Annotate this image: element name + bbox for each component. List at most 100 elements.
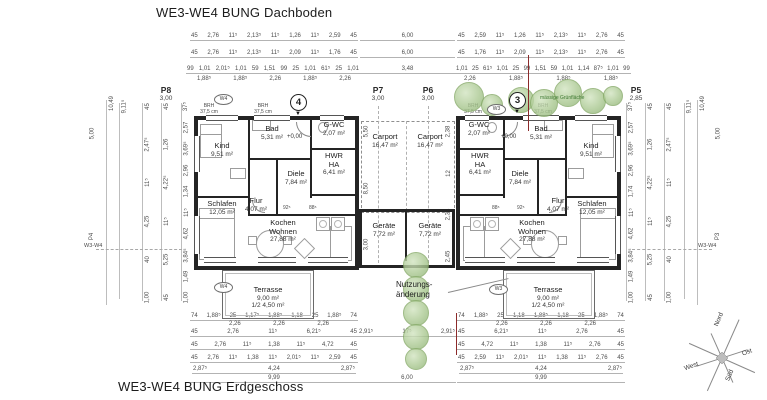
room-label-hwr-left: HWR HA 6,41 m² xyxy=(314,151,354,177)
room-label-hwr-right: HWR HA 6,41 m² xyxy=(460,151,500,177)
dim-value: 37⁵ xyxy=(628,101,635,112)
dim-value: 59 xyxy=(251,66,259,72)
dim-value: 1,38 xyxy=(535,342,547,348)
dim-value: 1,01 xyxy=(235,66,247,72)
dim-value: 1,00 xyxy=(628,291,635,304)
room-area: 6,41 m² xyxy=(468,169,492,177)
bed xyxy=(200,124,222,158)
wall xyxy=(503,120,505,198)
dim-value: 2,76 xyxy=(588,342,601,348)
room-name: Kind xyxy=(583,141,599,150)
room-name: Schlafen xyxy=(577,199,607,208)
dim-value: 45 xyxy=(647,294,654,301)
window xyxy=(254,115,290,121)
dim-value: 2,26 xyxy=(273,321,285,327)
detail-marker-4-arrow: ▼ xyxy=(295,111,301,117)
room-label-bad-left: Bad 5,31 m² xyxy=(250,124,294,141)
section-line-left xyxy=(96,249,182,250)
dim-total-bot-right: 9,99 xyxy=(457,373,625,383)
dim-total-bot-left: 9,99 xyxy=(190,373,358,383)
dim-value: 45 xyxy=(144,103,151,110)
dim-value: 9,11⁵ xyxy=(686,99,693,114)
dim-value: 45 xyxy=(647,103,654,110)
dim-value: 11⁵ xyxy=(144,178,151,188)
dim-value: 1,26 xyxy=(514,33,526,39)
dim-value: 11⁵ xyxy=(537,355,547,361)
dim-value: 11⁵ xyxy=(310,355,320,361)
dim-value: 2,26 xyxy=(540,321,552,327)
door-width-label: 92⁵ xyxy=(283,205,291,211)
wall xyxy=(537,158,539,216)
dim-value: 2,26 xyxy=(584,321,596,327)
brh-value: 37,5 cm xyxy=(464,108,482,115)
axis-marker-p8: P8 3,00 xyxy=(152,85,180,102)
wall xyxy=(248,158,312,160)
room-area2: 1/2 4,50 m² xyxy=(531,302,565,310)
dim-value: 45 xyxy=(617,33,624,39)
room-name: Kochen xyxy=(270,218,296,227)
dim-value: 74 xyxy=(350,313,357,319)
window-marker-w3-top: W3 xyxy=(487,104,506,115)
dim-value: 1,01 xyxy=(561,66,574,72)
bed xyxy=(580,208,616,260)
room-label-wohnen-right: Kochen Wohnen 27,88 m² xyxy=(504,218,560,244)
appliance xyxy=(485,217,499,231)
brh-label: BRH 37,5 cm xyxy=(250,103,276,116)
dim-value: 40 xyxy=(666,255,673,263)
dim-value: 4,72 xyxy=(321,342,334,348)
dim-value: 1,01 xyxy=(304,66,316,72)
room-name: Bad xyxy=(265,124,279,133)
room-label-gwc-left: G-WC 2,07 m² xyxy=(313,120,355,137)
dim-value: 6,21⁵ xyxy=(494,329,509,335)
dim-value: 11⁵ xyxy=(577,355,587,361)
dim-value: 11⁵ xyxy=(310,50,320,56)
dim-value: 1,88⁵ xyxy=(303,76,318,82)
dim-value: 1,38 xyxy=(247,355,259,361)
dim-value: 37⁵ xyxy=(183,101,190,112)
room-area: 7,72 m² xyxy=(418,230,442,238)
dim-value: 2,91⁵ xyxy=(359,329,374,335)
dim-value: 11⁵ xyxy=(666,178,673,188)
dim-value: 2,13⁵ xyxy=(247,33,262,39)
wall xyxy=(248,214,355,216)
dim-value: 1,38 xyxy=(268,342,280,348)
window xyxy=(615,136,621,172)
dim-value: 11⁵ xyxy=(535,33,545,39)
dim-value: 1,88⁵ xyxy=(233,76,248,82)
dim-value: 11⁵ xyxy=(495,50,505,56)
dim-value: 45 xyxy=(163,103,170,110)
room-label-geraete-left: Geräte 7,72 m² xyxy=(362,221,406,238)
dim-value: 1,26 xyxy=(289,33,301,39)
dim-value: 45 xyxy=(458,342,465,348)
door-width-label: 88⁵ xyxy=(309,205,317,211)
dim-value: 1,88⁵ xyxy=(268,313,283,319)
section-line-right xyxy=(632,249,712,250)
chair xyxy=(558,236,567,245)
room-label-gwc-right: G-WC 2,07 m² xyxy=(458,120,500,137)
dim-value: 2,76 xyxy=(207,50,220,56)
room-name: G-WC xyxy=(323,120,345,129)
dim-value: 2,26 xyxy=(496,321,508,327)
room-label-wohnen-left: Kochen Wohnen 27,88 m² xyxy=(255,218,311,244)
room-name: Kind xyxy=(214,141,230,150)
brh-text: BRH xyxy=(203,103,215,109)
room-area: 9,00 m² xyxy=(536,294,560,302)
room-area: 5,31 m² xyxy=(529,133,553,141)
dim-value: 2,57 xyxy=(183,121,190,134)
dim-value: 3,69⁵ xyxy=(183,141,190,157)
desk xyxy=(230,168,246,179)
dim-value: 1,88⁵ xyxy=(508,76,524,82)
dim-value: 61⁵ xyxy=(483,66,493,72)
dim-value: 11⁵ xyxy=(268,329,278,335)
dim-value: 45 xyxy=(191,50,198,56)
room-label-carport-left: Carport 16,47 m² xyxy=(363,132,407,149)
wall xyxy=(276,158,278,216)
